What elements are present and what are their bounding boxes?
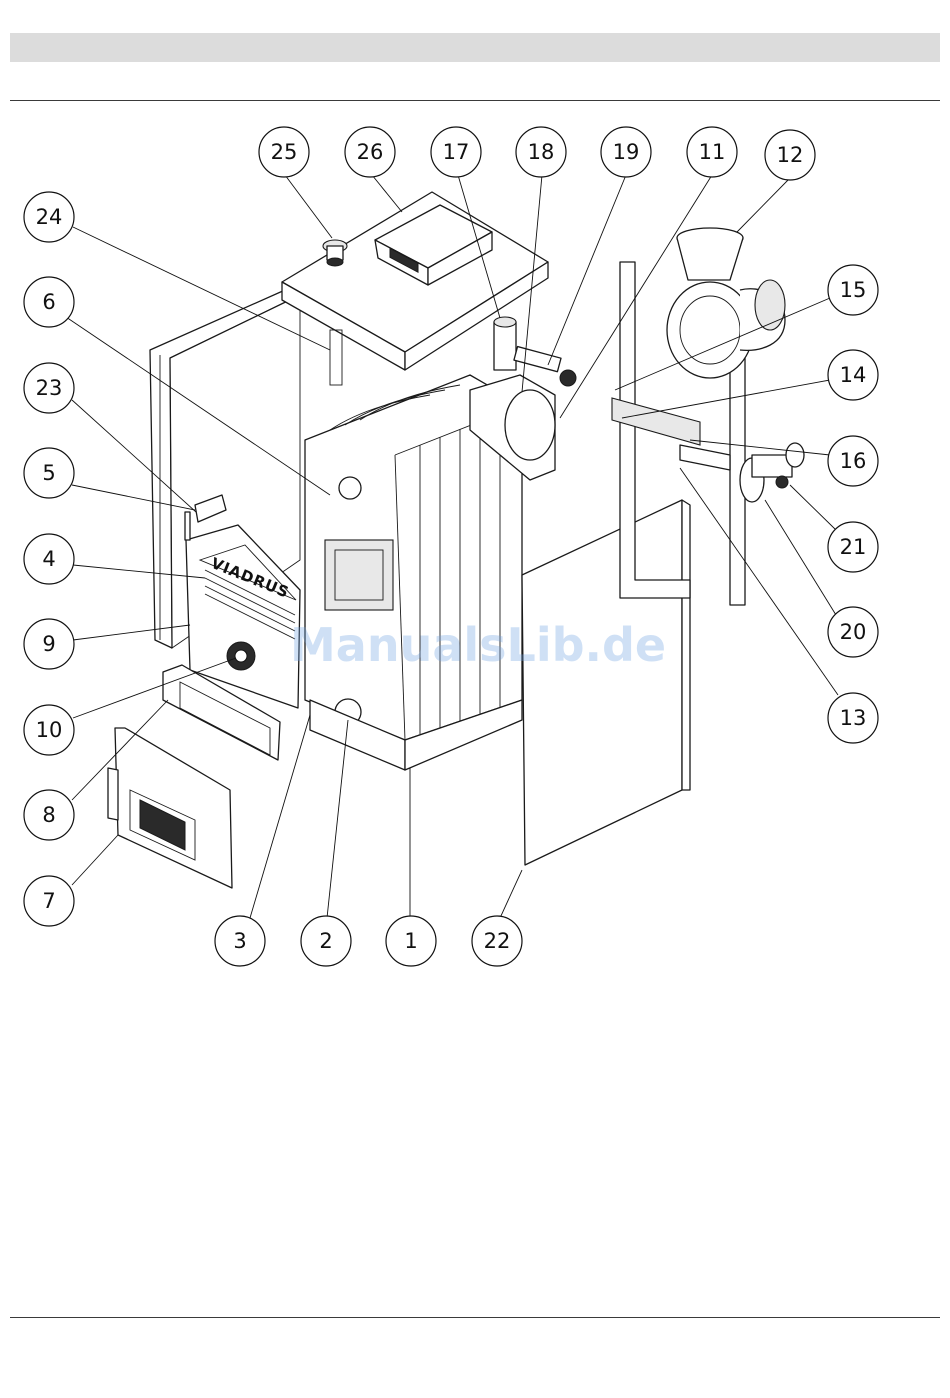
- svg-text:3: 3: [233, 929, 246, 953]
- svg-text:6: 6: [42, 290, 55, 314]
- svg-text:13: 13: [840, 706, 867, 730]
- thermometer: [323, 240, 347, 266]
- svg-text:2: 2: [319, 929, 332, 953]
- watermark: ManualsLib.de: [290, 618, 666, 672]
- svg-text:16: 16: [840, 449, 867, 473]
- callout-15: 15: [828, 265, 878, 315]
- callout-6: 6: [24, 277, 74, 327]
- svg-text:10: 10: [36, 718, 63, 742]
- callout-3: 3: [215, 916, 265, 966]
- svg-text:22: 22: [484, 929, 511, 953]
- svg-text:18: 18: [528, 140, 555, 164]
- svg-text:23: 23: [36, 376, 63, 400]
- svg-text:17: 17: [443, 140, 470, 164]
- callout-19: 19: [601, 127, 651, 177]
- svg-text:14: 14: [840, 363, 867, 387]
- svg-text:21: 21: [840, 535, 867, 559]
- callout-1: 1: [386, 916, 436, 966]
- callout-22: 22: [472, 916, 522, 966]
- callout-20: 20: [828, 607, 878, 657]
- fan: [667, 228, 785, 378]
- callout-14: 14: [828, 350, 878, 400]
- svg-text:20: 20: [840, 620, 867, 644]
- callout-7: 7: [24, 876, 74, 926]
- svg-text:11: 11: [699, 140, 726, 164]
- svg-text:4: 4: [42, 547, 55, 571]
- callout-8: 8: [24, 790, 74, 840]
- svg-text:24: 24: [36, 205, 63, 229]
- svg-text:8: 8: [42, 803, 55, 827]
- callout-21: 21: [828, 522, 878, 572]
- callout-25: 25: [259, 127, 309, 177]
- callout-4: 4: [24, 534, 74, 584]
- right-side-panel: [522, 500, 690, 865]
- callout-24: 24: [24, 192, 74, 242]
- callout-12: 12: [765, 130, 815, 180]
- svg-text:1: 1: [404, 929, 417, 953]
- callout-11: 11: [687, 127, 737, 177]
- callout-18: 18: [516, 127, 566, 177]
- svg-text:12: 12: [777, 143, 804, 167]
- svg-text:19: 19: [613, 140, 640, 164]
- callout-13: 13: [828, 693, 878, 743]
- svg-text:26: 26: [357, 140, 384, 164]
- callout-9: 9: [24, 619, 74, 669]
- svg-text:5: 5: [42, 461, 55, 485]
- lower-door: [108, 728, 232, 888]
- callout-10: 10: [24, 705, 74, 755]
- callout-26: 26: [345, 127, 395, 177]
- callout-23: 23: [24, 363, 74, 413]
- boiler-parts: VIADRUS: [108, 192, 804, 888]
- callout-17: 17: [431, 127, 481, 177]
- svg-text:15: 15: [840, 278, 867, 302]
- sensor-assembly: [740, 443, 804, 502]
- callout-2: 2: [301, 916, 351, 966]
- callout-16: 16: [828, 436, 878, 486]
- svg-text:7: 7: [42, 889, 55, 913]
- svg-text:9: 9: [42, 632, 55, 656]
- svg-text:25: 25: [271, 140, 298, 164]
- callout-5: 5: [24, 448, 74, 498]
